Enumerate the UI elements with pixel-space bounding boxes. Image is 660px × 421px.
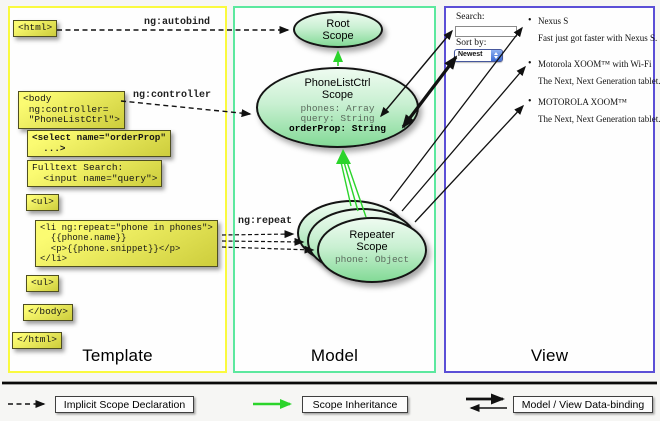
phonelistctrl-scope-title: PhoneListCtrl Scope — [304, 77, 371, 101]
scope-prop-orderprop: orderProp: String — [289, 123, 386, 134]
phone-snippet: The Next, Next Generation tablet. — [538, 76, 660, 86]
code-select: <select name="orderProp" ...> — [27, 130, 171, 157]
ng-controller-label: ng:controller — [133, 90, 212, 101]
repeater-scope-title: Repeater Scope — [349, 229, 395, 253]
scope-prop-phones: phones: Array — [300, 103, 375, 114]
code-li-repeat: <li ng:repeat="phone in phones"> {{phone… — [35, 220, 218, 268]
bullet-icon: • — [528, 96, 532, 107]
ng-autobind-label: ng:autobind — [144, 17, 211, 28]
phone-title: Nexus S — [538, 16, 569, 26]
phone-snippet: Fast just got faster with Nexus S. — [538, 33, 658, 43]
sort-dropdown[interactable]: Newest — [454, 49, 503, 62]
code-ul-open: <ul> — [26, 194, 59, 211]
search-label: Search: — [456, 12, 485, 22]
sort-by-label: Sort by: — [456, 38, 487, 48]
legend-implicit-scope-declaration: Implicit Scope Declaration — [55, 396, 194, 413]
dropdown-stepper-icon — [491, 50, 502, 61]
ng-repeat-label: ng:repeat — [238, 216, 293, 227]
sort-dropdown-value: Newest — [458, 51, 483, 58]
code-body-open: <body ng:controller= "PhoneListCtrl"> — [18, 91, 125, 129]
repeater-scope-ellipse: Repeater Scope phone: Object — [317, 217, 427, 283]
legend-scope-inheritance: Scope Inheritance — [302, 396, 408, 413]
code-fulltext-search: Fulltext Search: <input name="query"> — [27, 160, 163, 187]
search-input[interactable] — [455, 26, 517, 37]
scope-prop-query: query: String — [300, 113, 375, 124]
legend-double-arrow — [466, 393, 507, 412]
model-panel: Model — [233, 6, 436, 373]
legend-model-view-data-binding: Model / View Data-binding — [513, 396, 653, 413]
phone-snippet: The Next, Next Generation tablet. — [538, 114, 660, 124]
bullet-icon: • — [528, 15, 532, 26]
phone-title: MOTOROLA XOOM™ — [538, 97, 627, 107]
code-html-close: </html> — [12, 332, 62, 349]
code-ul-close: <ul> — [26, 275, 59, 292]
phonelistctrl-scope-ellipse: PhoneListCtrl Scope phones: Array query:… — [256, 67, 419, 148]
code-body-close: </body> — [23, 304, 73, 321]
code-html-open: <html> — [13, 20, 58, 37]
phone-title: Motorola XOOM™ with Wi-Fi — [538, 59, 652, 69]
root-scope-ellipse: Root Scope — [293, 11, 383, 48]
view-panel-title: View — [530, 346, 569, 365]
root-scope-title: Root Scope — [322, 18, 354, 42]
bullet-icon: • — [528, 58, 532, 69]
template-panel-title: Template — [82, 346, 153, 365]
scope-prop-phone: phone: Object — [334, 254, 410, 265]
model-panel-title: Model — [310, 346, 359, 365]
